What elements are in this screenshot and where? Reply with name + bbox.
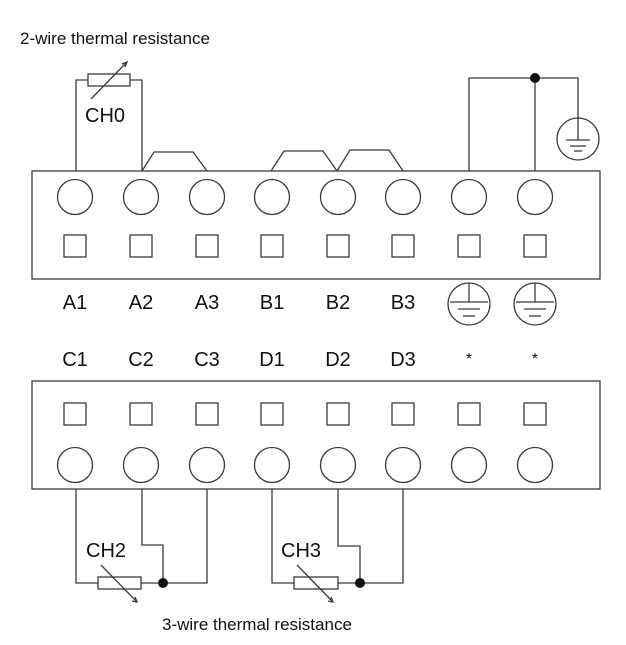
ch2-wiring	[75, 489, 208, 603]
lower-terminal-release	[326, 402, 350, 426]
upper-terminal-release	[195, 234, 219, 258]
ground-icon	[513, 282, 557, 326]
upper-screw-terminal	[188, 178, 226, 216]
terminal-label: D3	[390, 349, 416, 371]
lower-screw-terminal	[56, 446, 94, 484]
upper-terminal-release	[391, 234, 415, 258]
lower-screw-terminal	[253, 446, 291, 484]
terminal-label: C1	[62, 349, 88, 371]
ground-icon	[447, 282, 491, 326]
reserved-marker: *	[466, 351, 472, 368]
lower-screw-terminal	[122, 446, 160, 484]
lower-terminal-release	[457, 402, 481, 426]
ch3-thermistor-arrow	[296, 564, 334, 603]
terminal-label: A2	[129, 292, 153, 314]
lower-terminal-release	[63, 402, 87, 426]
lower-terminal-block	[31, 380, 601, 490]
terminal-label: D1	[259, 349, 285, 371]
lower-screw-terminal	[188, 446, 226, 484]
terminal-label: A3	[195, 292, 219, 314]
ch2-junction-dot	[158, 578, 168, 588]
ch2-resistor-icon	[97, 576, 142, 590]
lower-terminal-release	[391, 402, 415, 426]
jumper-b2-b3	[336, 149, 404, 172]
lower-screw-terminal	[450, 446, 488, 484]
ch0-resistor-icon	[87, 73, 131, 87]
upper-terminal-release	[260, 234, 284, 258]
upper-screw-terminal	[319, 178, 357, 216]
reserved-marker: *	[532, 351, 538, 368]
lower-terminal-release	[195, 402, 219, 426]
terminal-label: D2	[325, 349, 351, 371]
upper-screw-terminal	[450, 178, 488, 216]
ground-wire	[468, 77, 579, 171]
terminal-label: C3	[194, 349, 220, 371]
terminal-label: A1	[63, 292, 87, 314]
ch0-wiring	[75, 60, 143, 171]
ch3-resistor-icon	[293, 576, 339, 590]
ch0-thermistor-arrow	[90, 61, 128, 100]
upper-terminal-release	[457, 234, 481, 258]
ch0-wire-a1	[75, 79, 88, 171]
lower-screw-terminal	[384, 446, 422, 484]
terminal-label: B3	[391, 292, 415, 314]
lower-terminal-release	[129, 402, 153, 426]
ch0-wire-a2	[130, 79, 143, 171]
terminal-label: B1	[260, 292, 284, 314]
upper-terminal-release	[523, 234, 547, 258]
ch3-junction-dot	[355, 578, 365, 588]
ground-icon	[556, 117, 600, 161]
upper-terminal-release	[326, 234, 350, 258]
upper-screw-terminal	[384, 178, 422, 216]
terminal-label: B2	[326, 292, 350, 314]
ch2-label: CH2	[86, 540, 126, 562]
title-2wire: 2-wire thermal resistance	[20, 29, 210, 48]
upper-screw-terminal	[122, 178, 160, 216]
upper-screw-terminal	[253, 178, 291, 216]
jumper-a2-a3	[141, 151, 208, 172]
lower-screw-terminal	[516, 446, 554, 484]
title-3wire: 3-wire thermal resistance	[162, 615, 352, 634]
ch3-wiring	[271, 489, 404, 603]
jumper-b1-b2	[270, 150, 338, 172]
junction-dot	[530, 73, 540, 83]
ch2-thermistor-arrow	[100, 564, 138, 603]
lower-terminal-release	[260, 402, 284, 426]
upper-terminal-release	[129, 234, 153, 258]
lower-screw-terminal	[319, 446, 357, 484]
upper-screw-terminal	[516, 178, 554, 216]
upper-terminal-block	[31, 170, 601, 280]
ch0-label: CH0	[85, 105, 125, 127]
upper-terminal-release	[63, 234, 87, 258]
ch3-label: CH3	[281, 540, 321, 562]
terminal-label: C2	[128, 349, 154, 371]
upper-screw-terminal	[56, 178, 94, 216]
lower-terminal-release	[523, 402, 547, 426]
